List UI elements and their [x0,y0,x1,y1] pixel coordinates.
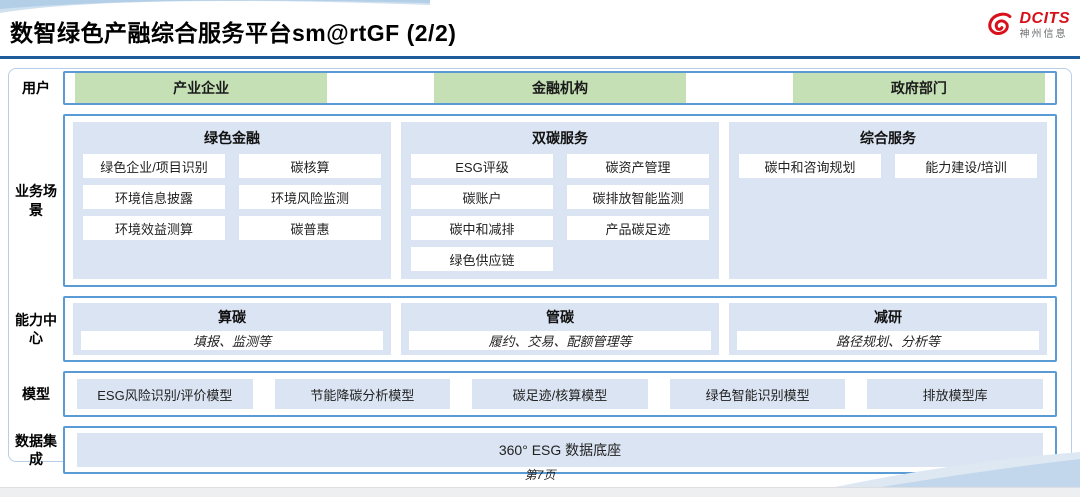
logo-swirl-icon [987,12,1011,35]
scenario-cell: 碳资产管理 [567,154,709,178]
row-label-users: 用户 [22,79,50,96]
models-box: ESG风险识别/评价模型 节能降碳分析模型 碳足迹/核算模型 绿色智能识别模型 … [63,371,1057,417]
user-box-industry: 产业企业 [75,73,328,103]
scenario-cell: ESG评级 [411,154,553,178]
capability-box-carbon-reduce: 减研 路径规划、分析等 [729,303,1047,355]
scenario-column-comprehensive: 综合服务 碳中和咨询规划 能力建设/培训 [729,122,1047,279]
data-integration-box: 360° ESG 数据底座 [63,426,1057,474]
scenario-column-title: 双碳服务 [532,130,588,146]
capability-title: 减研 [874,309,902,325]
scenario-cell: 碳账户 [411,185,553,209]
capability-desc: 履约、交易、配额管理等 [409,331,711,350]
row-business-scenarios: 业务场景 绿色金融 绿色企业/项目识别 碳核算 环境信息披露 环境风险监测 环境… [9,114,1057,287]
row-data-integration: 数据集成 360° ESG 数据底座 [9,426,1057,474]
users-box: 产业企业 金融机构 政府部门 [63,71,1057,105]
logo-text: DCITS 神州信息 [1020,11,1071,40]
model-box: ESG风险识别/评价模型 [77,379,253,409]
scenario-column-dual-carbon: 双碳服务 ESG评级 碳资产管理 碳账户 碳排放智能监测 碳中和减排 产品碳足迹… [401,122,719,279]
scenario-column-green-finance: 绿色金融 绿色企业/项目识别 碳核算 环境信息披露 环境风险监测 环境效益测算 … [73,122,391,279]
row-label-models: 模型 [22,385,50,402]
scenario-cell: 绿色企业/项目识别 [83,154,225,178]
esg-data-base-box: 360° ESG 数据底座 [77,433,1043,467]
scenario-column-title: 综合服务 [860,130,916,146]
title-underline [0,56,1080,59]
scenario-cell: 碳核算 [239,154,381,178]
scenario-cell: 产品碳足迹 [567,216,709,240]
row-models: 模型 ESG风险识别/评价模型 节能降碳分析模型 碳足迹/核算模型 绿色智能识别… [9,371,1057,417]
scenario-grid: 碳中和咨询规划 能力建设/培训 [739,154,1037,178]
bottom-right-swoosh-decoration [830,452,1080,488]
top-left-swoosh-decoration [0,0,430,13]
row-label-business-scenarios: 业务场景 [15,183,57,218]
scenario-cell: 碳中和减排 [411,216,553,240]
bottom-strip [0,487,1080,497]
row-capability-center: 能力中心 算碳 填报、监测等 管碳 履约、交易、配额管理等 减研 路径规划、分析… [9,296,1057,362]
scenario-cell: 碳普惠 [239,216,381,240]
page-title: 数智绿色产融综合服务平台sm@rtGF (2/2) [10,20,457,46]
model-box: 碳足迹/核算模型 [472,379,648,409]
scenario-cell: 环境效益测算 [83,216,225,240]
scenario-cell: 碳中和咨询规划 [739,154,881,178]
capability-box-carbon-manage: 管碳 履约、交易、配额管理等 [401,303,719,355]
scenarios-box: 绿色金融 绿色企业/项目识别 碳核算 环境信息披露 环境风险监测 环境效益测算 … [63,114,1057,287]
page-number: 第7页 [524,468,556,482]
scenario-cell: 碳排放智能监测 [567,185,709,209]
capability-desc: 路径规划、分析等 [737,331,1039,350]
capability-desc: 填报、监测等 [81,331,383,350]
capabilities-box: 算碳 填报、监测等 管碳 履约、交易、配额管理等 减研 路径规划、分析等 [63,296,1057,362]
capability-box-carbon-calc: 算碳 填报、监测等 [73,303,391,355]
scenario-cell: 环境风险监测 [239,185,381,209]
scenario-grid: ESG评级 碳资产管理 碳账户 碳排放智能监测 碳中和减排 产品碳足迹 绿色供应… [411,154,709,271]
architecture-diagram: 用户 产业企业 金融机构 政府部门 业务场景 绿色金融 绿色企业/项目识别 碳核… [8,68,1072,474]
model-box: 绿色智能识别模型 [669,379,846,409]
user-box-government: 政府部门 [792,73,1045,103]
scenario-column-title: 绿色金融 [204,130,260,146]
logo-brand: DCITS [1019,10,1070,27]
scenario-cell: 能力建设/培训 [895,154,1037,178]
model-box: 排放模型库 [867,379,1043,409]
row-label-data-integration: 数据集成 [15,432,57,467]
model-box: 节能降碳分析模型 [274,379,451,409]
logo-subtitle: 神州信息 [1019,29,1068,40]
dcits-logo: DCITS 神州信息 [983,11,1071,40]
capability-title: 管碳 [546,309,574,325]
scenario-grid: 绿色企业/项目识别 碳核算 环境信息披露 环境风险监测 环境效益测算 碳普惠 [83,154,381,240]
scenario-cell: 环境信息披露 [83,185,225,209]
row-label-capability-center: 能力中心 [15,311,57,346]
row-users: 用户 产业企业 金融机构 政府部门 [9,71,1057,105]
capability-title: 算碳 [218,309,246,325]
scenario-cell: 绿色供应链 [411,247,553,271]
user-box-finance: 金融机构 [433,73,687,103]
